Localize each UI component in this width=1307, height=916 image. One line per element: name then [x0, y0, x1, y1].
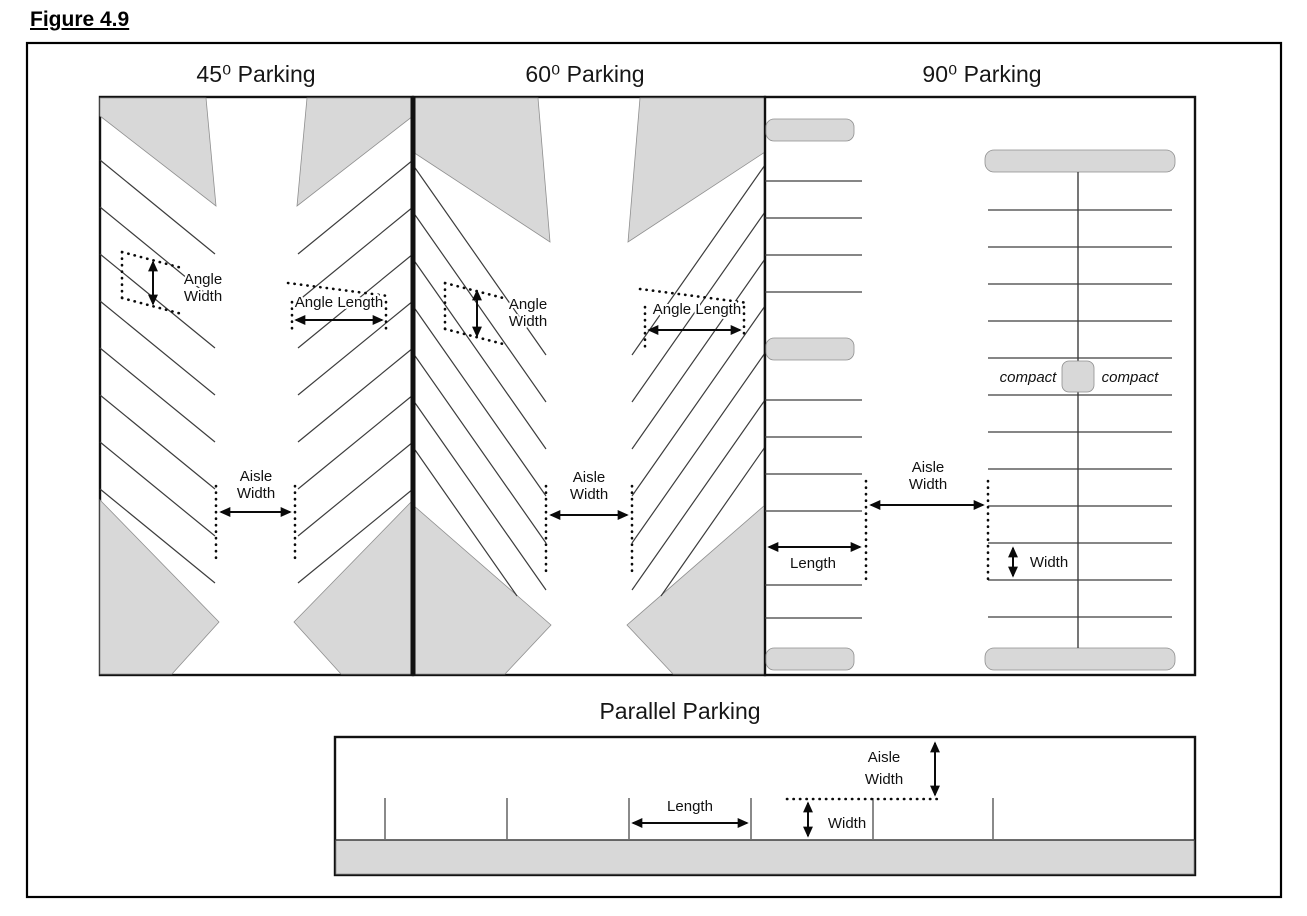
curb-island-bottom-left	[765, 647, 855, 671]
angle-width-label-line2: Width	[509, 313, 547, 330]
aisle-width-label-line2: Width	[909, 476, 947, 493]
angle-length-label: Angle Length	[295, 294, 383, 311]
stall-lines-90-right	[988, 209, 1172, 618]
angle-width-label-line2: Width	[184, 288, 222, 305]
stall-lines-60-right	[631, 164, 766, 597]
aisle-width-annotation-45: Aisle Width	[214, 466, 297, 564]
aisle-width-label-line2: Width	[237, 485, 275, 502]
curb-island-mid-left	[765, 337, 855, 361]
angle-width-annotation-60: Angle Width	[443, 281, 549, 347]
angle-width-label-line1: Angle	[184, 271, 222, 288]
dotted-guide-lines	[864, 479, 990, 584]
shaded-area-top-left-45	[99, 97, 217, 207]
figure-border	[25, 41, 1283, 899]
length-annotation-parallel: Length	[631, 796, 749, 828]
dotted-guide-lines	[214, 484, 297, 564]
angle-width-annotation-45: Angle Width	[120, 250, 224, 316]
stall-lines-45-right	[297, 159, 414, 584]
aisle-width-label-line2: Width	[865, 771, 903, 788]
compact-stall-marker	[1061, 360, 1095, 393]
figure-title: Figure 4.9	[30, 8, 130, 31]
aisle-width-label-line1: Aisle	[240, 468, 273, 485]
curb-strip	[335, 839, 1195, 875]
aisle-width-label-line1: Aisle	[868, 749, 901, 766]
length-label: Length	[790, 555, 836, 572]
panel-90-box	[763, 95, 1197, 677]
dotted-guide-lines	[286, 281, 390, 336]
parking-panel-45: Angle Width Angle Length Aisle Width	[98, 95, 415, 677]
width-annotation-parallel: Width	[803, 801, 868, 838]
panel-90-title: 90⁰ Parking	[922, 61, 1041, 87]
curb-island-bottom-right	[984, 647, 1176, 671]
parallel-stall-ticks	[384, 798, 994, 839]
curb-island-top-left	[765, 118, 855, 142]
aisle-width-label-line2: Width	[570, 486, 608, 503]
angle-length-label: Angle Length	[653, 301, 741, 318]
panel-45-title: 45⁰ Parking	[196, 61, 315, 87]
width-annotation-90: Width	[1008, 546, 1070, 578]
aisle-width-annotation-90: Aisle Width	[864, 457, 990, 584]
angle-length-annotation-45: Angle Length	[286, 281, 390, 336]
aisle-width-annotation-parallel: Aisle Width	[863, 741, 940, 797]
aisle-width-label-line1: Aisle	[912, 459, 945, 476]
shaded-area-bottom-left-45	[99, 499, 220, 675]
parking-panel-parallel: Length Width Aisle Width	[333, 735, 1197, 877]
width-label: Width	[828, 815, 866, 832]
parking-panel-90: compact compact Aisle Width Length Width	[763, 95, 1197, 677]
dotted-guide-lines	[544, 484, 634, 577]
stall-lines-90-left	[765, 180, 862, 619]
panel-60-title: 60⁰ Parking	[525, 61, 644, 87]
aisle-width-label-line1: Aisle	[573, 469, 606, 486]
aisle-width-annotation-60: Aisle Width	[544, 467, 634, 577]
panel-parallel-title: Parallel Parking	[599, 698, 760, 724]
length-annotation-90: Length	[767, 542, 862, 574]
parking-panel-60: Angle Width Angle Length Aisle Width	[411, 95, 767, 677]
length-label: Length	[667, 798, 713, 815]
angle-width-label-line1: Angle	[509, 296, 547, 313]
compact-label-right: compact	[1102, 369, 1160, 386]
curb-island-top-right	[984, 149, 1176, 173]
dotted-guide-lines	[120, 250, 184, 316]
width-label: Width	[1030, 554, 1068, 571]
compact-label-left: compact	[1000, 369, 1058, 386]
dotted-guide-lines	[638, 287, 750, 354]
angle-length-annotation-60: Angle Length	[638, 287, 750, 354]
